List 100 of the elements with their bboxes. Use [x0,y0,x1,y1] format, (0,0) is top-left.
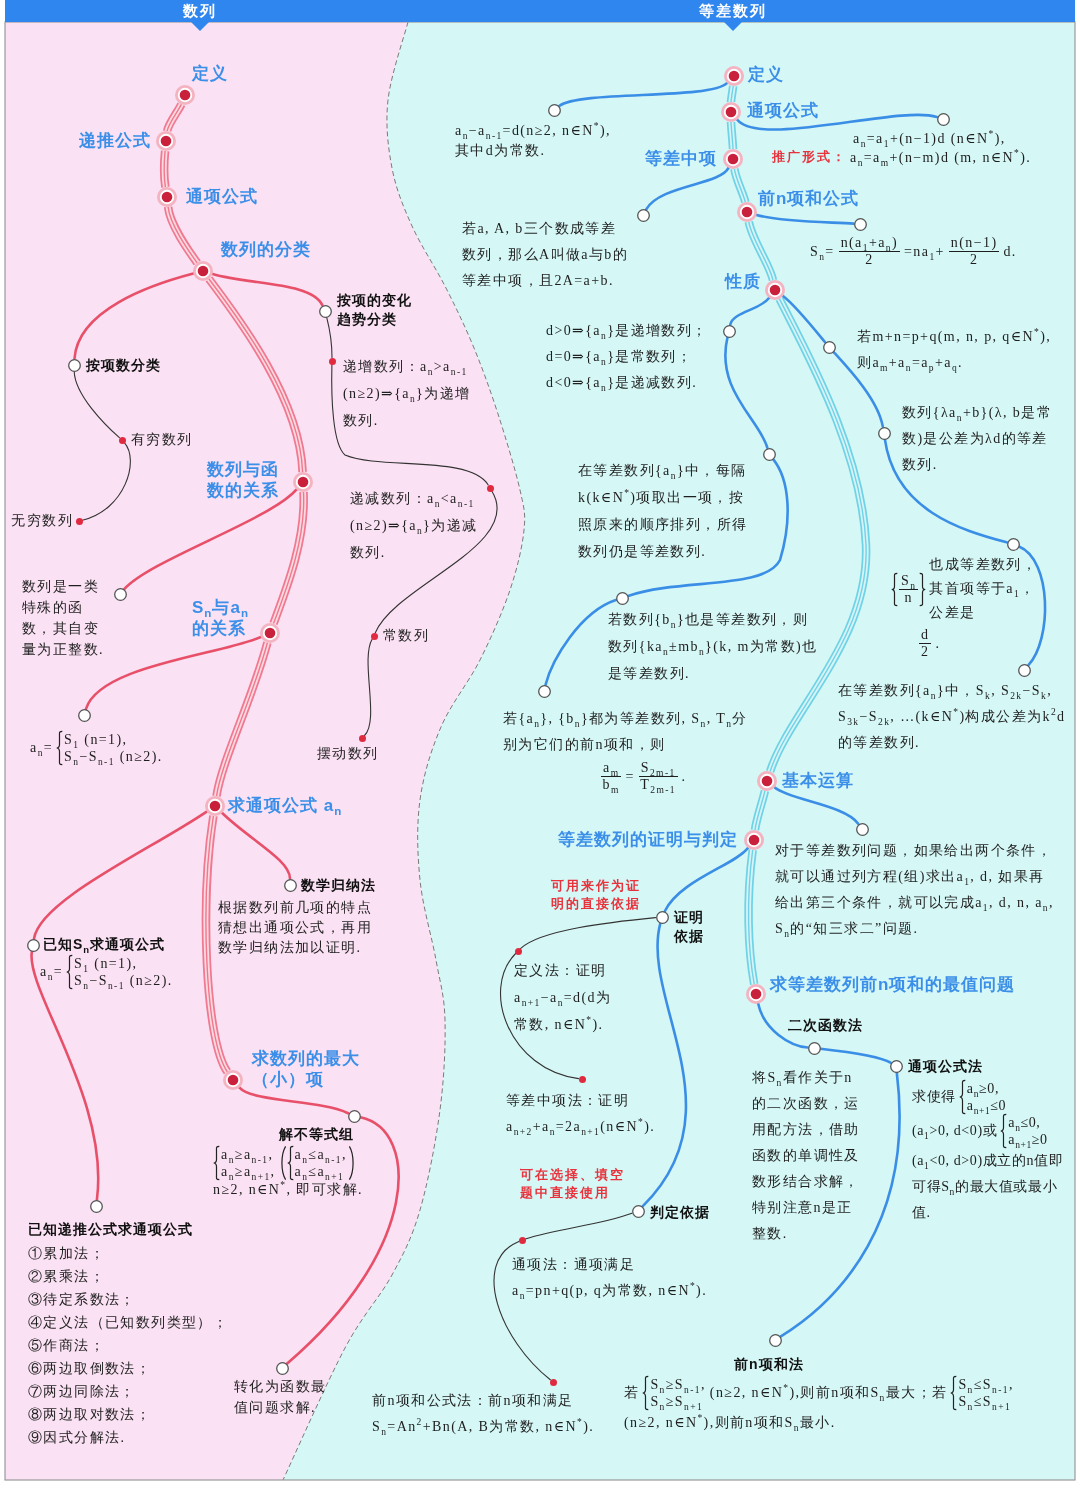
note-text: 在等差数列{a$_{n}$}中，S$_{k}$, S$_{2k}$−S$_{k}$, S$_{3k}$−S$_{2k}$, …(k∈N$^{*}$)构成公差为k$^{2}$d的等差数列. [838,682,1066,752]
topic-label: 等差数列的证明与判定 [558,830,738,850]
note-text: 在等差数列{a$_{n}$}中，每隔k(k∈N$^{*}$)项取出一项，按照原来的顺序排列，所得数列仍是等差数列. [578,462,749,561]
branch-line [73,370,120,439]
formula-text: n(a$_{1}$+a$_{n}$) [838,235,901,252]
list-item: ④定义法（已知数列类型）； [28,1314,229,1332]
note-text: a$_{n+1}$≤0 [966,1097,1007,1114]
formula-text: S$_{2m-1}$ [638,760,678,777]
note-text: d<0⇒{a$_{n}$}是递减数列. [546,374,698,395]
topic-label: 数列与函数的关系 [207,459,280,501]
branch-line [500,952,580,1080]
topic-label: 定义 [748,65,784,85]
branch-line [519,917,657,950]
formula-text: S$_{1}$ (n=1), [64,731,128,748]
note-text: d>0⇒{a$_{n}$}是递增数列； [546,322,708,343]
note-text: (n≥2, n∈N$^{*}$),则前n项和S$_{n}$最小. [624,1412,836,1435]
trunk-line [750,789,770,831]
topic-label: 基本运算 [782,771,854,791]
note-text: 无穷数列 [11,512,73,530]
note-text: 通项法：通项满足a$_{n}$=pn+q(p, q为常数, n∈N$^{*}$). [512,1256,709,1303]
note-text: . [935,634,941,653]
topic-label: 定义 [192,64,228,84]
branch-heading: 前n项和法 [734,1355,804,1373]
note-text: 转化为函数最值问题求解. [234,1378,328,1417]
branch-heading: 通项公式法 [908,1057,983,1075]
note-text: 2 [921,644,930,660]
note-text: 若 [624,1384,640,1402]
branch-line [374,490,498,634]
panel-heading: 数列 [183,1,217,21]
branch-heading: 按项数分类 [86,356,161,374]
note-text: 数列{λa$_{n}$+b}(λ, b是常数)是公差为λd的等差数列. [902,404,1052,474]
trunk-line [201,815,232,1074]
trunk-line [163,206,201,266]
note-text: S$_{n}$ [899,572,919,590]
note-text: a$_{n}$=a$_{1}$+(n−1)d (n∈N$^{*}$), [853,129,1006,148]
list-item: ⑦两边同除法； [28,1383,136,1401]
topic-label: 等差中项 [645,149,717,169]
topic-label: 求等差数列前n项和的最值问题 [770,975,1016,995]
branch-heading: 已知S$_{n}$求通项公式 [43,936,166,953]
branch-line [285,1116,400,1366]
branch-line [1017,545,1047,667]
branch-line [736,113,939,131]
branch-heading: 判定依据 [650,1203,710,1221]
branch-line [557,81,729,108]
formula-text: . [681,767,687,786]
topic-label: S$_{n}$与a$_{n}$的关系 [192,597,250,639]
topic-label: 通项公式 [747,101,819,121]
formula-text: a$_{n}$≤a$_{n-1}$, [294,1146,347,1163]
note-text: 常数列 [383,627,430,645]
branch-line [32,810,208,940]
formula-text: S$_{n}$= [810,242,835,261]
note-text: 递增数列：a$_{n}$>a$_{n-1}$ (n≥2)⇒{a$_{n}$}为递增数列. [343,358,472,430]
branch-line [773,786,860,825]
branch-line [779,1071,901,1338]
branch-heading: 证明依据 [674,908,705,946]
topic-label: 求数列的最大（小）项 [252,1048,361,1090]
note-text: (n≥2, n∈N$^{*}$),则前n项和S$_{n}$最大；若 [709,1382,948,1405]
trunk-line [766,296,871,774]
note-text: 若数列{b$_{n}$}也是等差数列，则数列{ka$_{n}$±mb$_{n}$}(k, m为常数)也是等差数列. [608,611,819,683]
branch-line [493,1240,551,1381]
branch-line [84,635,263,711]
trunk-line [744,220,778,282]
note-text: 等差中项法：证明a$_{n+2}$+a$_{n}$=2a$_{n+1}$(n∈N$^{*}$). [506,1092,657,1139]
note-text: S$_{n}$≥S$_{n+1}$ [650,1393,704,1410]
topic-label: 通项公式 [186,187,258,207]
formula-text: a$_{n}$≤a$_{n+1}$ [294,1163,345,1180]
note-text: a$_{n}$≤0, [1008,1114,1041,1131]
formula-text: d. [1003,242,1017,261]
formula-text: n≥2, n∈N$^{*}$, 即可求解. [213,1180,363,1199]
note-text: 若a, A, b三个数成等差数列，那么A叫做a与b的等差中项，且2A=a+b. [462,220,630,290]
note-text: 根据数列前几项的特点猜想出通项公式，再用数学归纳法加以证明. [218,899,373,957]
topic-label: 前n项和公式 [758,189,860,209]
branch-line [883,438,1008,544]
note-text: 有穷数列 [131,431,193,449]
note-text: a$_{n}$≥0, [966,1080,999,1097]
branch-line [781,294,827,344]
note-text: 对于等差数列问题，如果给出两个条件，就可以通过列方程(组)求出a$_{1}$, d, 如果再给出第三个条件，就可以完成a$_{1}$, d, n, a$_{n}$, S$_{n}$的“知三求二”问题. [775,842,1055,941]
branch-line [729,296,771,326]
branch-line [30,950,100,1201]
topic-label: 求通项公式 a$_{n}$ [228,796,343,816]
formula-text: =na$_{1}$+ [904,242,945,261]
list-item: ⑥两边取倒数法； [28,1360,152,1378]
branch-line [524,1212,633,1240]
branch-line [238,1086,350,1115]
branch-heading: 数学归纳法 [301,876,376,894]
branch-line [663,846,750,913]
formula-text: a$_{n}$≥a$_{n-1}$, [221,1146,274,1163]
branch-line [819,1047,892,1064]
note-text: S$_{n}$≤S$_{n-1}$, [958,1376,1014,1393]
branch-line [641,922,688,1208]
formula-text: a$_{n}$= [40,963,64,982]
trunk-line [730,168,750,204]
formula-text: = [625,767,635,786]
topic-label: 性质 [725,272,761,292]
note-text: 将S$_{n}$看作关于n的二次函数，运用配方法，借助函数的单调性及数形结合求解，特别注意n是正整数. [752,1069,861,1243]
trunk-line [269,491,308,626]
branch-line [81,442,131,521]
trunk-line [160,150,170,188]
note-text: 若m+n=p+q(m, n, p, q∈N$^{*}$), 则a$_{m}$+a$_{n}$=a$_{p}$+a$_{q}$. [857,326,1053,375]
branch-line [220,811,292,880]
